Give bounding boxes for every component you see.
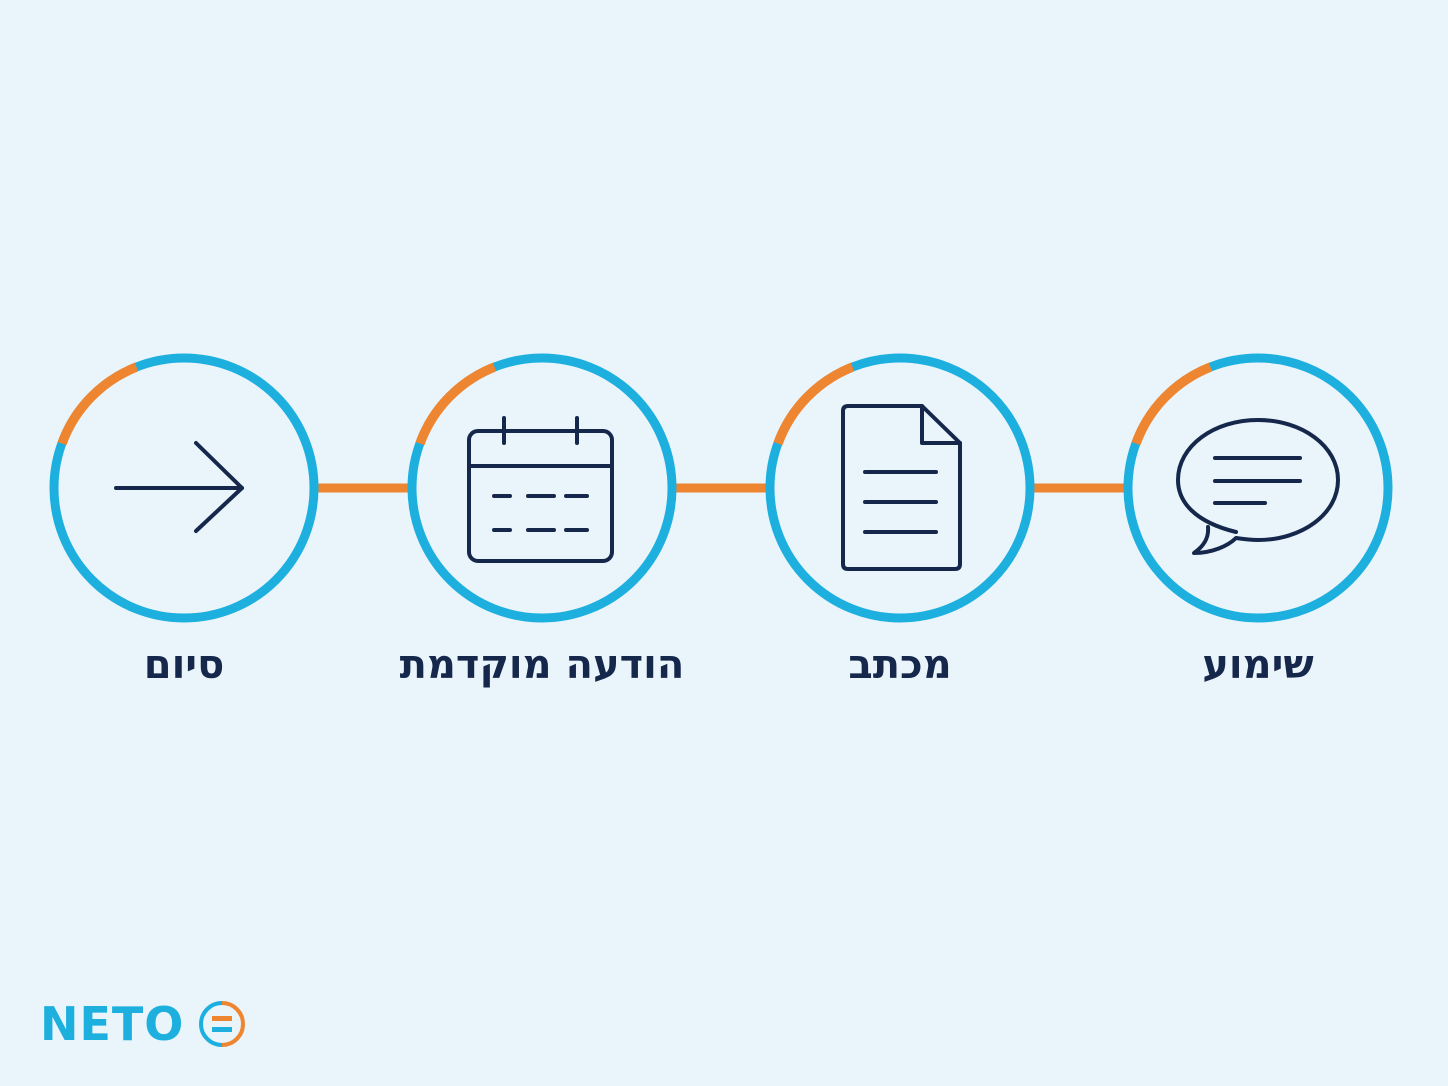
step-ring-accent [415, 362, 497, 446]
step-ring-accent [57, 362, 139, 446]
speech-bubble-icon [1176, 418, 1340, 555]
step-label: מכתב [848, 642, 951, 688]
step-label: סיום [144, 642, 225, 688]
step-ring [407, 353, 677, 623]
step-ring-accent [1131, 362, 1213, 446]
arrow-right-icon [114, 441, 244, 533]
step-ring-accent [773, 362, 855, 446]
equals-circle-icon [199, 1001, 246, 1047]
calendar-icon [467, 416, 614, 563]
step-hearing: שימוע [1123, 353, 1393, 688]
brand-logo: NETO [40, 996, 246, 1052]
step-letter: מכתב [765, 353, 1035, 688]
document-icon [841, 404, 962, 571]
step-advance-notice: הודעה מוקדמת [400, 353, 685, 688]
step-ring [1123, 353, 1393, 623]
brand-name: NETO [40, 997, 185, 1051]
step-ring [49, 353, 319, 623]
step-label: הודעה מוקדמת [400, 642, 685, 688]
step-ring [765, 353, 1035, 623]
step-label: שימוע [1202, 642, 1313, 688]
step-end: סיום [49, 353, 319, 688]
